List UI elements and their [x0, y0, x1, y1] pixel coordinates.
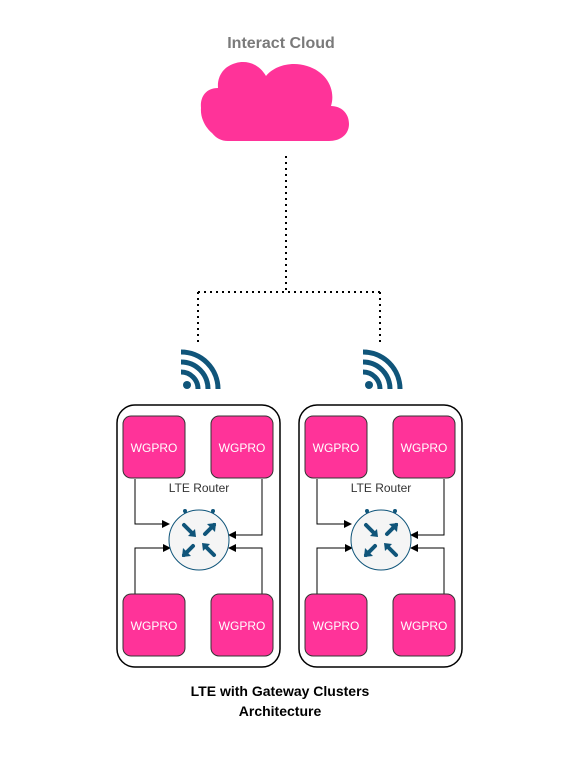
wifi-icon	[362, 349, 403, 390]
gateway-node	[210, 415, 274, 479]
connector	[410, 544, 445, 594]
cloud-title: Interact Cloud	[227, 35, 335, 52]
gateway-node-label: WGPRO	[131, 441, 178, 455]
router-label: LTE Router	[351, 481, 411, 495]
gateway-node-label: WGPRO	[219, 441, 266, 455]
gateway-node	[122, 593, 186, 657]
gateway-node-label: WGPRO	[131, 619, 178, 633]
gateway-node-label: WGPRO	[401, 441, 448, 455]
router-icon	[350, 509, 412, 571]
gateway-node	[304, 593, 368, 657]
gateway-node	[392, 415, 456, 479]
gateway-node-label: WGPRO	[313, 619, 360, 633]
connector	[316, 479, 352, 528]
cloud-uplink	[197, 156, 381, 342]
gateway-node	[210, 593, 274, 657]
connector	[134, 479, 170, 528]
gateway-node	[304, 415, 368, 479]
connector	[228, 544, 263, 594]
diagram-caption-line-2: Architecture	[239, 703, 322, 719]
gateway-node	[122, 415, 186, 479]
connector	[228, 479, 263, 539]
router-label: LTE Router	[169, 481, 229, 495]
connector	[410, 479, 445, 539]
wifi-icon	[180, 349, 221, 390]
gateway-node-label: WGPRO	[313, 441, 360, 455]
gateway-cluster: WGPRO WGPRO WGPRO WGPRO LTE Router	[298, 404, 463, 668]
gateway-node-label: WGPRO	[219, 619, 266, 633]
gateway-cluster: WGPRO WGPRO WGPRO WGPRO LTE Router	[116, 404, 281, 668]
connector	[316, 544, 353, 594]
cloud-icon	[200, 62, 349, 141]
router-icon	[168, 509, 230, 571]
gateway-node	[392, 593, 456, 657]
gateway-node-label: WGPRO	[401, 619, 448, 633]
diagram-caption-line-1: LTE with Gateway Clusters	[191, 683, 370, 699]
connector	[134, 544, 171, 594]
